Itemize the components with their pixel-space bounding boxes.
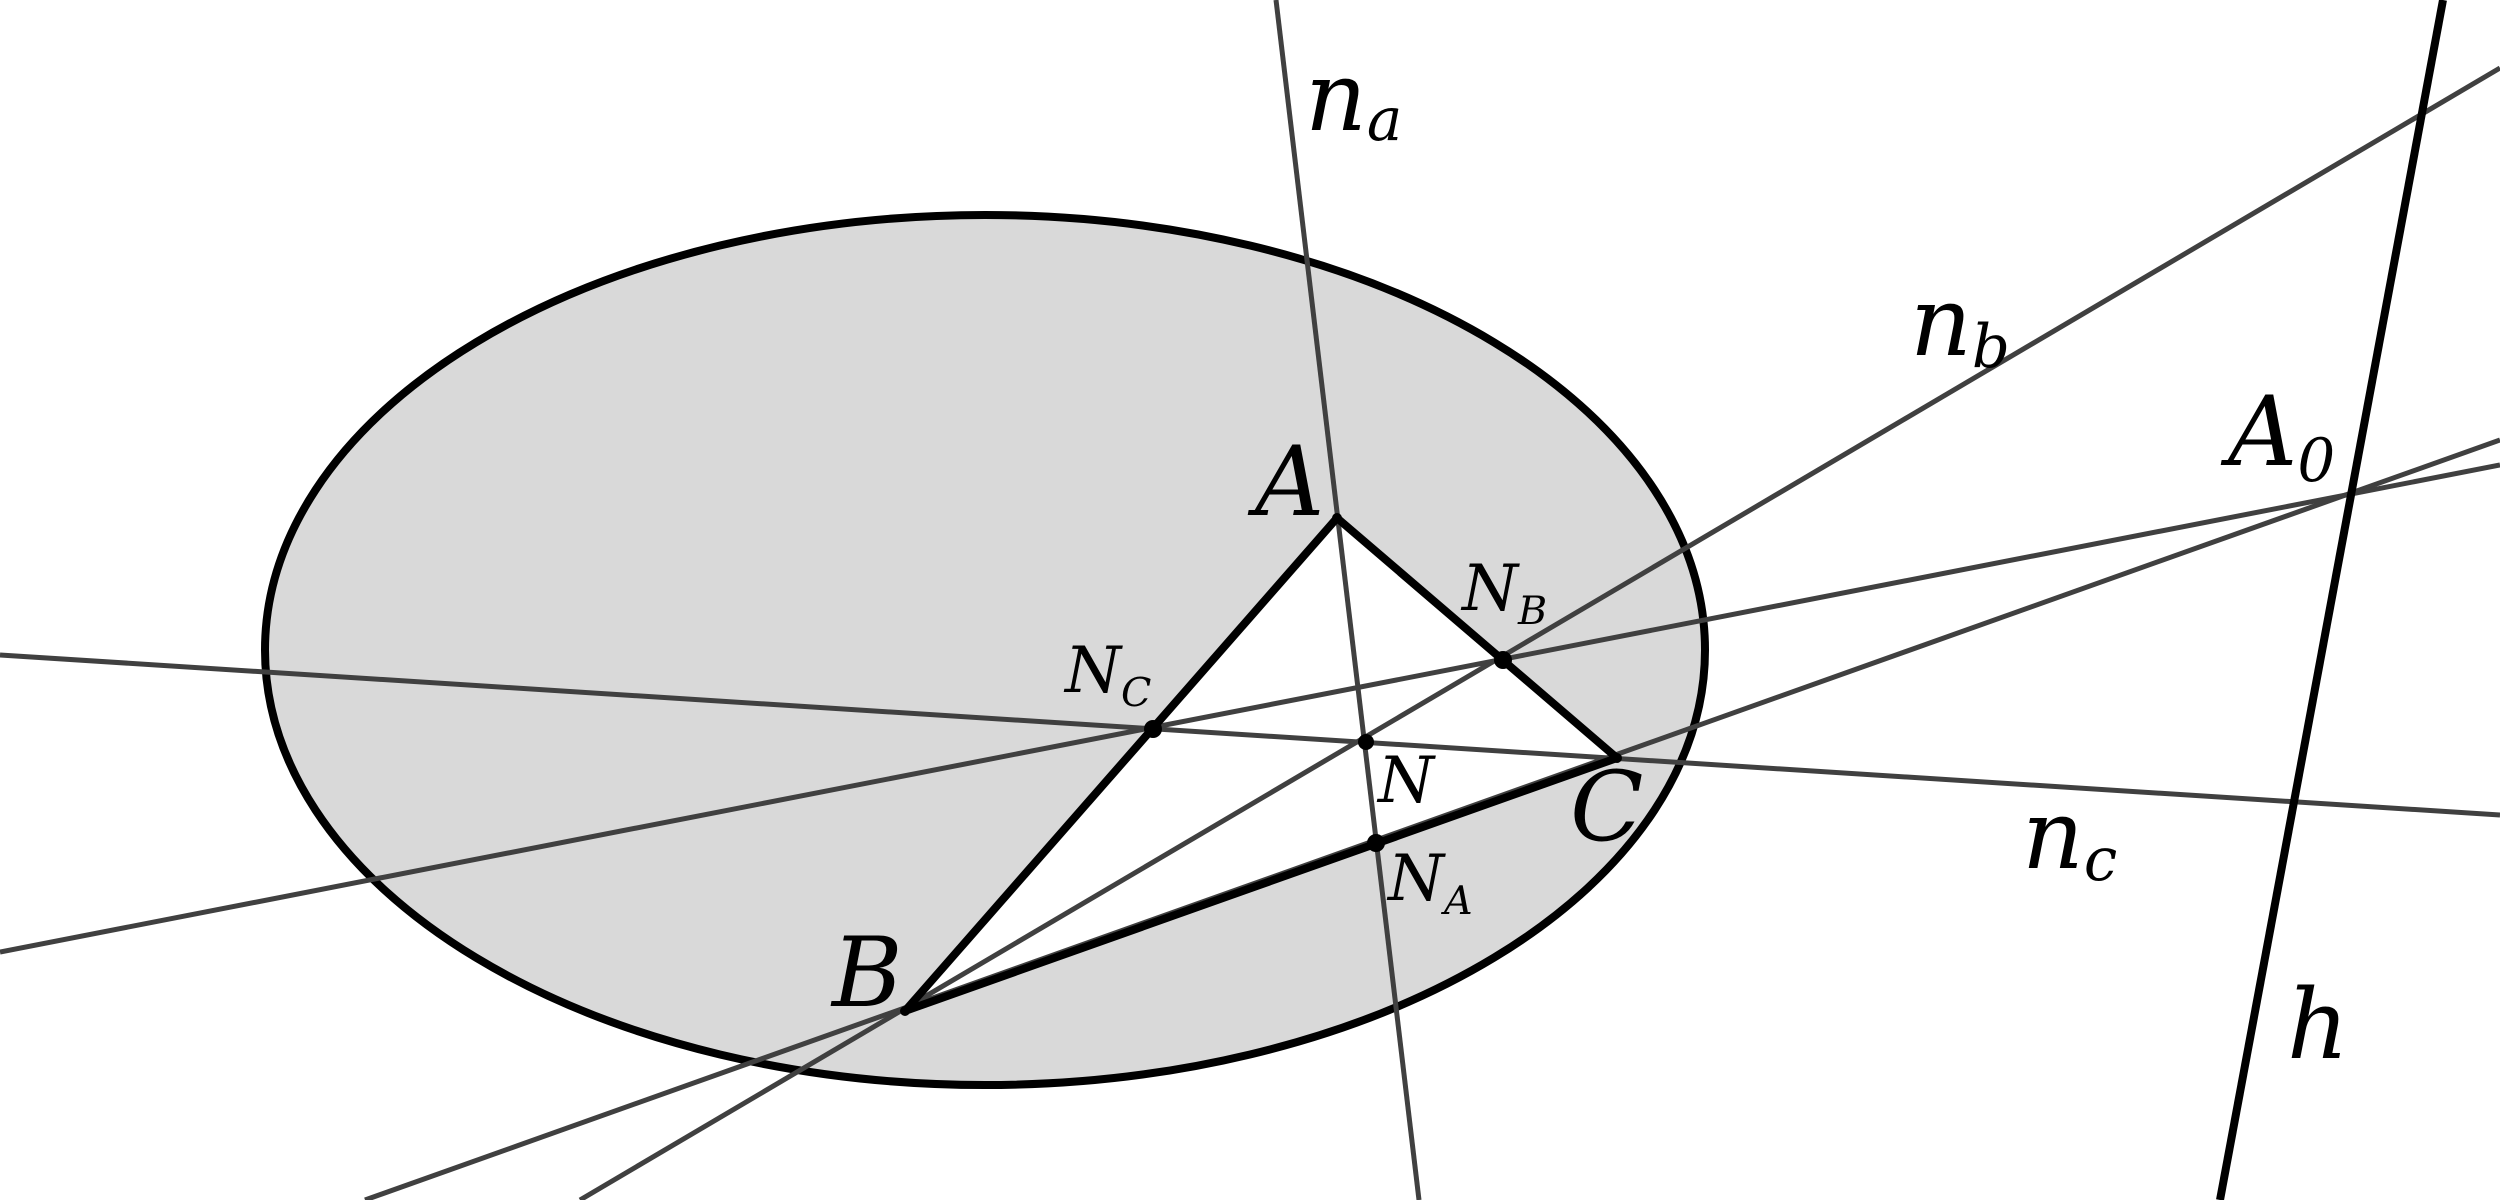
label-a0: A0 — [2220, 376, 2335, 496]
point-n — [1358, 734, 1374, 750]
line-h — [2216, 0, 2447, 1200]
points — [900, 513, 1622, 1016]
point-b — [900, 1006, 910, 1016]
point-a — [1332, 513, 1342, 523]
point-n-b — [1494, 651, 1512, 669]
conic-ellipse — [261, 211, 1709, 1089]
label-n-b: nb — [1910, 266, 2010, 382]
triangle-abc-interior — [905, 518, 1617, 1011]
point-n-a — [1367, 834, 1385, 852]
point-n-c — [1144, 720, 1162, 738]
line-n-c — [0, 652, 2500, 818]
label-n-b-point: NB — [1460, 552, 1547, 634]
triangle-abc — [901, 514, 1620, 1015]
label-n-a-point: NA — [1386, 842, 1473, 924]
label-c: C — [1570, 751, 1643, 863]
label-n-c: nc — [2022, 779, 2117, 895]
side-ac — [1334, 514, 1620, 762]
label-n-c-point: NC — [1063, 634, 1151, 716]
label-a: A — [1247, 426, 1324, 538]
line-n-a — [1273, 0, 1422, 1200]
side-ab — [901, 515, 1341, 1014]
label-n-point: N — [1376, 744, 1436, 818]
side-bc — [903, 754, 1619, 1015]
label-h: h — [2287, 969, 2349, 1081]
point-c — [1612, 753, 1622, 763]
line-through-nc-nb-a0 — [0, 462, 2500, 955]
label-n-a: na — [1305, 41, 1402, 155]
label-b: B — [830, 917, 903, 1029]
